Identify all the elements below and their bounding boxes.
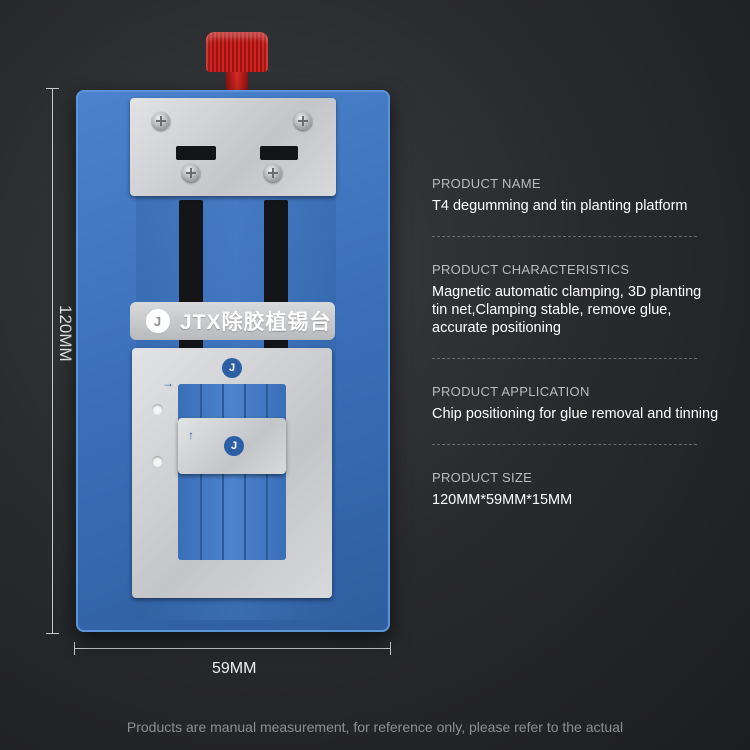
height-dimension-cap-top bbox=[46, 88, 59, 89]
top-clamp-plate bbox=[130, 98, 336, 196]
jtx-logo-icon: J bbox=[146, 309, 170, 333]
spec-body: Magnetic automatic clamping, 3D planting… bbox=[432, 284, 702, 336]
spec-product-name: PRODUCT NAME T4 degumming and tin planti… bbox=[432, 176, 732, 215]
spec-body: 120MM*59MM*15MM bbox=[432, 492, 573, 508]
spec-divider bbox=[432, 236, 697, 237]
clamp-window-right bbox=[260, 146, 298, 160]
right-slot bbox=[264, 200, 288, 372]
locating-hole bbox=[152, 404, 163, 415]
width-dimension-cap-right bbox=[390, 642, 391, 655]
spec-body: T4 degumming and tin planting platform bbox=[432, 198, 688, 214]
spec-heading: PRODUCT APPLICATION bbox=[432, 384, 590, 399]
left-slot bbox=[179, 200, 203, 372]
spec-product-size: PRODUCT SIZE 120MM*59MM*15MM bbox=[432, 470, 732, 509]
height-dimension-cap-bottom bbox=[46, 633, 59, 634]
arrow-up-icon: ↑ bbox=[188, 428, 194, 442]
clamp-knob-stem bbox=[226, 68, 248, 94]
screw-icon bbox=[152, 112, 170, 130]
spec-divider bbox=[432, 358, 697, 359]
arrow-right-icon: → bbox=[162, 376, 174, 390]
screw-icon bbox=[264, 164, 282, 182]
spec-body: Chip positioning for glue removal and ti… bbox=[432, 406, 719, 422]
clamp-window-left bbox=[176, 146, 216, 160]
spec-heading: PRODUCT CHARACTERISTICS bbox=[432, 262, 630, 277]
brand-badge-text: JTX除胶植锡台 bbox=[180, 311, 332, 334]
clamp-knob bbox=[206, 32, 268, 72]
stencil-plate: J ↑ J → bbox=[132, 348, 332, 598]
screw-icon bbox=[294, 112, 312, 130]
screw-icon bbox=[182, 164, 200, 182]
width-dimension-line bbox=[74, 648, 390, 649]
width-dimension-label: 59MM bbox=[212, 660, 257, 677]
width-dimension-cap-left bbox=[74, 642, 75, 655]
brand-badge: J JTX除胶植锡台 bbox=[130, 302, 335, 340]
locating-hole bbox=[152, 456, 163, 467]
platform-base: J ↑ J → bbox=[76, 90, 390, 632]
height-dimension-line bbox=[52, 88, 53, 633]
spec-product-application: PRODUCT APPLICATION Chip positioning for… bbox=[432, 384, 742, 423]
spec-product-characteristics: PRODUCT CHARACTERISTICS Magnetic automat… bbox=[432, 262, 717, 337]
spec-divider bbox=[432, 444, 697, 445]
spec-heading: PRODUCT NAME bbox=[432, 176, 541, 191]
height-dimension-label: 120MM bbox=[56, 305, 75, 362]
spec-heading: PRODUCT SIZE bbox=[432, 470, 533, 485]
chip-holder-plate: J ↑ bbox=[178, 418, 286, 474]
jtx-logo-icon: J bbox=[224, 436, 244, 456]
disclaimer-footnote: Products are manual measurement, for ref… bbox=[126, 719, 624, 735]
jtx-logo-icon: J bbox=[222, 358, 242, 378]
